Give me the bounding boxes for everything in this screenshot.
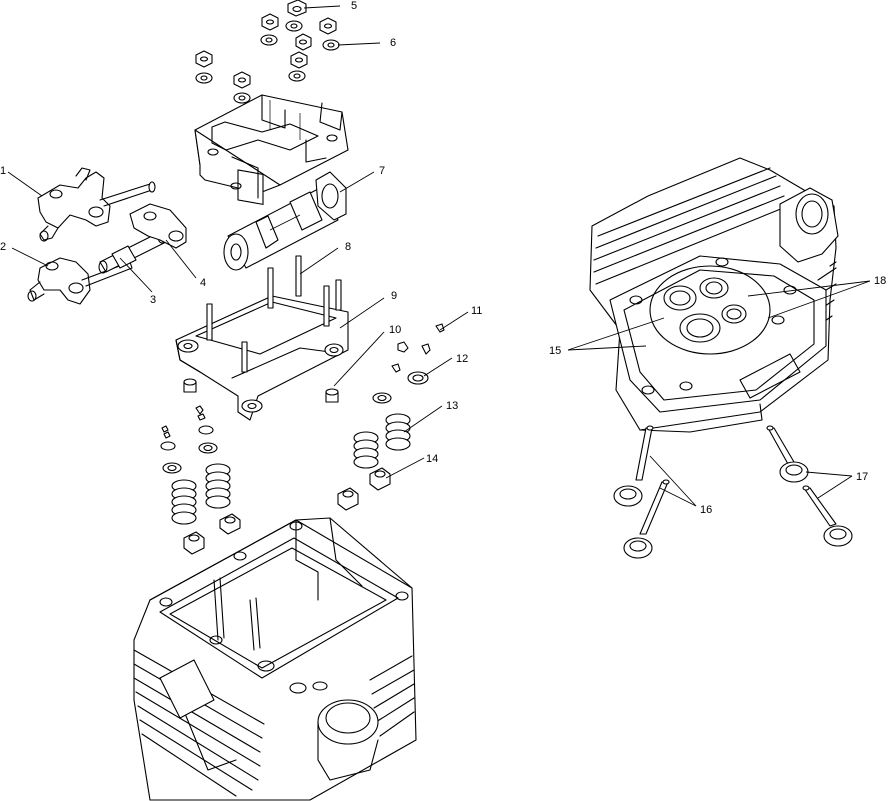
intake-valve <box>623 479 670 559</box>
rocker-arm-right <box>129 203 187 249</box>
intake-port <box>159 659 237 771</box>
exhaust-valve <box>802 485 853 547</box>
callout-12: 12 <box>456 353 468 365</box>
camshaft <box>223 171 347 271</box>
nut <box>233 71 251 89</box>
callout-16: 16 <box>700 504 712 516</box>
rocker-arm-upper <box>37 167 156 242</box>
callout-5: 5 <box>351 0 357 12</box>
callout-13: 13 <box>446 400 458 412</box>
callout-11: 11 <box>471 305 482 317</box>
valve-retainers-left <box>160 425 218 474</box>
valve-springs-left <box>171 463 231 525</box>
callout-14: 14 <box>426 453 438 465</box>
valve-springs-right <box>353 413 411 469</box>
cylinder-head-underside <box>589 157 839 433</box>
callout-2: 2 <box>0 241 6 253</box>
valve-seat <box>699 277 729 299</box>
studs <box>206 255 342 373</box>
callout-15: 15 <box>549 345 561 357</box>
nut <box>319 17 337 35</box>
cylinder-head <box>133 517 417 801</box>
valve-spring <box>171 479 197 525</box>
callout-7: 7 <box>379 165 385 177</box>
washer <box>233 92 251 104</box>
valve-seals-right <box>337 467 391 511</box>
rocker-holder <box>175 255 349 421</box>
nut <box>290 51 308 69</box>
valve-seat <box>663 285 697 311</box>
callout-17: 17 <box>856 471 868 483</box>
washer <box>260 34 278 46</box>
head-bolt-holes <box>629 257 797 395</box>
dowel-pins <box>183 378 339 403</box>
callout-3: 3 <box>150 294 156 306</box>
washer <box>322 39 340 51</box>
callout-9: 9 <box>391 290 397 302</box>
callout-18: 18 <box>874 275 886 287</box>
washer <box>288 70 306 82</box>
valve-spring <box>205 463 231 509</box>
head-bolts <box>159 521 409 672</box>
valve-stems-installed <box>213 577 328 694</box>
valve-spring <box>353 431 379 469</box>
valve-retainer-right <box>372 371 429 404</box>
nuts-and-washers <box>195 0 340 104</box>
nut <box>195 50 213 68</box>
washer <box>195 72 213 84</box>
cooling-fins-right <box>593 167 837 327</box>
intake-valve <box>613 425 654 507</box>
nut <box>261 13 279 31</box>
valve-keepers-left <box>161 405 206 439</box>
callout-6: 6 <box>390 37 396 49</box>
nut <box>287 0 307 17</box>
valve-spring <box>385 413 411 451</box>
callout-10: 10 <box>389 324 401 336</box>
callout-labels: 1 2 3 4 5 6 7 8 9 10 11 12 13 14 15 16 1… <box>0 0 886 516</box>
port-boss <box>779 187 839 263</box>
callout-1: 1 <box>0 165 6 177</box>
callout-8: 8 <box>345 241 351 253</box>
combustion-chamber <box>649 265 771 355</box>
exhaust-valve <box>766 425 809 483</box>
exhaust-port <box>317 699 379 781</box>
rocker-shaft <box>98 230 167 274</box>
leader-lines <box>7 5 871 507</box>
callout-4: 4 <box>200 277 206 289</box>
valve-seals-left <box>183 513 241 555</box>
valve-seat <box>679 313 721 343</box>
nut <box>295 33 312 51</box>
camshaft-holder <box>194 94 349 205</box>
valve-keepers-right <box>391 323 445 373</box>
valve-seat <box>721 304 747 324</box>
washer <box>285 20 303 32</box>
cooling-fins <box>133 649 415 797</box>
